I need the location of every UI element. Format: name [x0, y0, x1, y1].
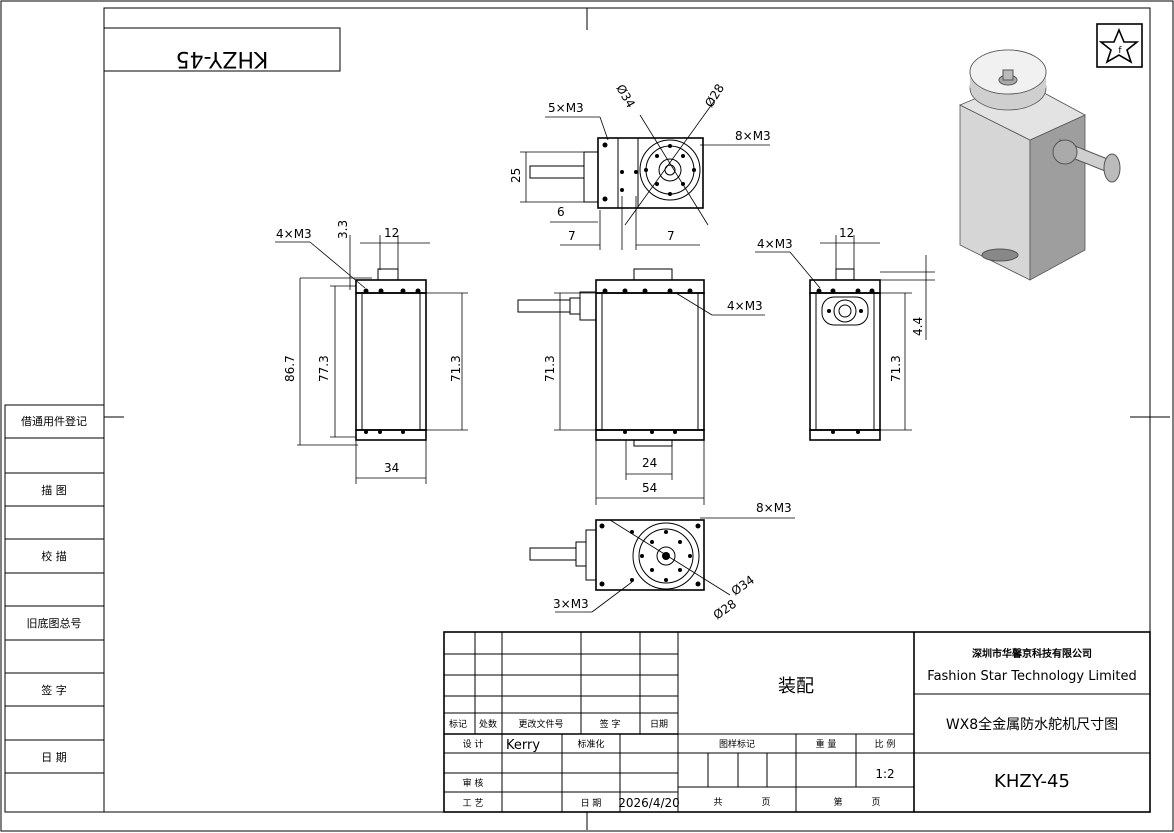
dim-left-overall-height: 86.7	[283, 355, 297, 382]
dim-left-top-width: 12	[384, 226, 399, 240]
side-label-old-number: 旧底图总号	[27, 616, 82, 630]
dim-left-top-offset: 3.3	[336, 220, 350, 239]
rev-header-doc: 更改文件号	[518, 718, 563, 730]
dim-top-offset: 6	[557, 205, 565, 219]
process-label: 工 艺	[463, 798, 484, 809]
dim-front-holes: 4×M3	[727, 299, 763, 313]
side-label-date: 日 期	[41, 751, 67, 764]
dim-top-height: 25	[509, 168, 523, 183]
dim-front-bottom-width: 24	[642, 456, 657, 470]
side-label-sign: 签 字	[41, 683, 67, 697]
front-view	[517, 268, 765, 505]
dim-right-top-width: 12	[839, 226, 854, 240]
scale-label: 比 例	[875, 738, 896, 750]
dim-right-height: 71.3	[889, 355, 903, 382]
designer-name: Kerry	[506, 738, 540, 753]
sheet-unit: 页	[871, 797, 880, 808]
date-value: 2026/4/20	[618, 796, 680, 810]
dim-bottom-holes-right: 8×M3	[756, 501, 792, 515]
company-cn: 深圳市华馨京科技有限公司	[972, 647, 1092, 660]
star-logo-icon	[1096, 23, 1143, 68]
assembly-label: 装配	[778, 676, 814, 697]
dim-bottom-dia-outer: Ø34	[729, 573, 757, 599]
dim-bottom-dia-inner: Ø28	[711, 597, 739, 623]
dim-top-dia-outer: Ø34	[613, 82, 637, 110]
side-label-borrow: 借通用件登记	[21, 414, 87, 428]
review-label: 审 核	[463, 777, 484, 789]
drawing-title: WX8全金属防水舵机尺寸图	[946, 716, 1118, 733]
mirrored-number-box	[103, 27, 341, 72]
dim-left-inner-height: 71.3	[449, 355, 463, 382]
company-en: Fashion Star Technology Limited	[927, 669, 1136, 684]
date-label: 日 期	[581, 798, 602, 809]
rev-header-date: 日期	[650, 719, 668, 730]
standard-label: 标准化	[577, 738, 604, 750]
stage-label: 图样标记	[719, 738, 755, 750]
dim-left-width: 34	[384, 461, 399, 475]
dim-top-holes-right: 8×M3	[735, 129, 771, 143]
dim-front-overall-width: 54	[642, 481, 657, 495]
design-label: 设 计	[463, 738, 484, 750]
side-label-trace: 描 图	[41, 483, 67, 497]
bottom-view	[529, 517, 795, 613]
left-view	[275, 235, 468, 484]
svg-text:f: f	[1118, 46, 1122, 56]
scale-value: 1:2	[875, 767, 894, 781]
dim-top-spacing-left: 7	[568, 229, 576, 243]
sheet-label: 第	[833, 796, 842, 808]
weight-label: 重 量	[816, 738, 837, 750]
dim-left-body-height: 77.3	[317, 355, 331, 382]
title-block: 标记 处数 更改文件号 签 字 日期 设 计 Kerry 标准化 审 核 工 艺…	[443, 631, 1151, 813]
total-label: 共	[713, 797, 722, 808]
dim-top-spacing-right: 7	[667, 229, 675, 243]
total-unit: 页	[761, 797, 770, 808]
dim-front-height: 71.3	[543, 355, 557, 382]
dim-top-dia-inner: Ø28	[702, 81, 727, 109]
side-panel: 借通用件登记 描 图 校 描 旧底图总号 签 字 日 期	[4, 404, 105, 813]
servo-3d-picture	[959, 49, 1121, 281]
mirrored-drawing-number: KHZY-45	[176, 46, 269, 71]
dim-bottom-holes-left: 3×M3	[553, 597, 589, 611]
side-label-check: 校 描	[41, 549, 67, 563]
top-view	[520, 99, 770, 250]
dim-top-holes-left: 5×M3	[548, 101, 584, 115]
right-view	[755, 235, 935, 441]
rev-header-count: 处数	[479, 718, 497, 730]
dim-right-offset: 4.4	[911, 317, 925, 336]
dim-right-holes: 4×M3	[757, 237, 793, 251]
dim-left-holes: 4×M3	[276, 227, 312, 241]
drawing-number: KHZY-45	[994, 771, 1070, 792]
rev-header-sign: 签 字	[600, 718, 621, 730]
rev-header-mark: 标记	[449, 718, 467, 730]
